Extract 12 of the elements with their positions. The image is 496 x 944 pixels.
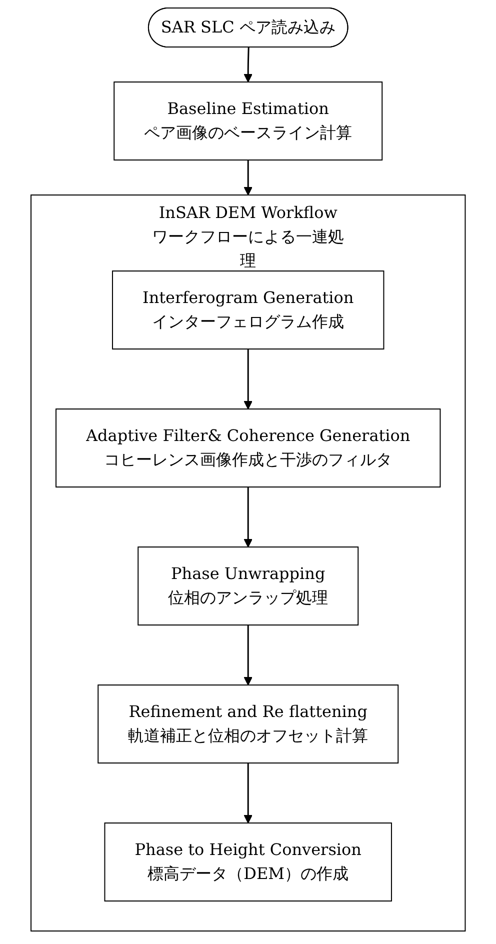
node-box: Phase Unwrapping 位相のアンラップ処理 — [138, 546, 358, 626]
node-box: Adaptive Filter& Coherence Generation コヒーレンス画像作成と干渉のフィルタ — [55, 408, 441, 488]
node-box: Phase to Height Conversion 標高データ（DEM）の作成 — [104, 822, 392, 902]
arrow — [244, 160, 252, 196]
arrow — [244, 625, 252, 686]
arrow — [244, 349, 252, 410]
node-box: Interferogram Generation インターフェログラム作成 — [112, 270, 384, 350]
arrow — [244, 47, 252, 82]
node-box: Refinement and Re flattening 軌道補正と位相のオフセット計算 — [98, 684, 398, 764]
arrow — [244, 763, 252, 824]
node-box: Baseline Estimation ペア画像のベースライン計算 — [114, 82, 382, 160]
arrow — [244, 487, 252, 548]
